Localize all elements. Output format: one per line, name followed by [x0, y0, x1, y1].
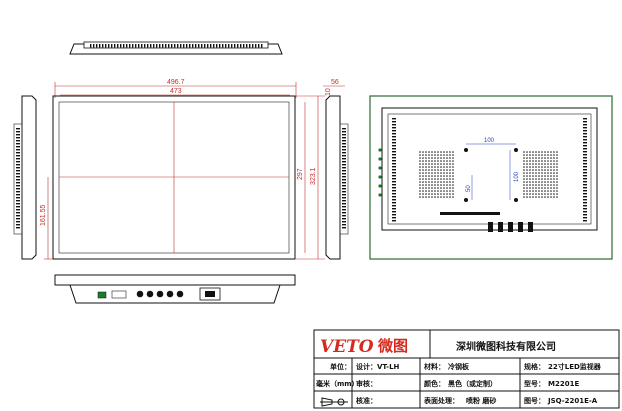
- dim-overall-height: 323.1: [310, 167, 317, 185]
- front-view: 496.7 473 297 323.1 161.55: [40, 79, 325, 260]
- drawing-no-label: 图号：: [524, 396, 545, 405]
- dim-screen-height: 297: [297, 168, 304, 180]
- material-value: 冷钢板: [448, 362, 470, 371]
- company-name: 深圳微图科技有限公司: [456, 340, 556, 353]
- model-label: 型号：: [524, 379, 545, 388]
- top-vent-slots: [90, 44, 263, 48]
- review-label: 审核：: [356, 379, 377, 388]
- logo-text: VETO: [320, 337, 374, 357]
- surface-label: 表面处理：: [423, 396, 459, 405]
- vesa-hole-top-right: [514, 148, 518, 152]
- right-vent-slots: [342, 128, 346, 229]
- color-label: 颜色：: [424, 379, 445, 388]
- spec-label: 规格：: [524, 362, 545, 371]
- approve-label: 核准：: [356, 396, 377, 405]
- rear-left-vent-slots: [392, 118, 396, 222]
- material-label: 材料：: [423, 362, 445, 371]
- unit-label: 单位：: [330, 362, 351, 371]
- surface-value: 喷粉 磨砂: [466, 396, 496, 405]
- dim-vesa-horizontal: 100: [484, 138, 495, 144]
- speaker-grille-left: [419, 151, 454, 198]
- design-label: 设计：VT-LH: [356, 362, 400, 371]
- title-block: VETO 微图 深圳微图科技有限公司 单位： 设计：VT-LH 材料： 冷钢板 …: [313, 329, 620, 409]
- vesa-hole-top-left: [464, 148, 468, 152]
- left-vent-slots: [16, 128, 20, 229]
- logo-cn: 微图: [377, 337, 408, 355]
- right-side-view: 56 10: [323, 79, 349, 260]
- dim-depth: 56: [331, 79, 339, 86]
- speaker-grille-right: [523, 151, 558, 198]
- spec-value: 22寸LED监视器: [548, 362, 602, 371]
- power-switch-icon: [97, 291, 107, 299]
- vesa-hole-bottom-left: [464, 198, 468, 202]
- bottom-connector-ports: [136, 290, 184, 298]
- vesa-hole-bottom-right: [514, 198, 518, 202]
- unit-value: 毫米（mm）: [316, 379, 359, 388]
- left-side-view: [13, 95, 37, 260]
- model-value: M2201E: [548, 380, 579, 388]
- rear-right-vent-slots: [583, 118, 587, 222]
- bottom-view: [54, 274, 296, 304]
- dim-vesa-vertical: 100: [514, 171, 520, 182]
- dim-vesa-offset: 50: [466, 185, 472, 192]
- top-view: [69, 41, 283, 55]
- dim-overall-width: 496.7: [167, 79, 185, 86]
- rear-view: 100 100 50: [369, 95, 613, 260]
- rear-control-buttons: [378, 148, 382, 197]
- dim-side-offset: 161.55: [40, 204, 47, 226]
- dim-screen-width: 473: [170, 88, 182, 95]
- projection-symbol-icon: [320, 397, 348, 407]
- color-value: 黑色（或定制）: [448, 379, 497, 388]
- dim-depth-small: 10: [325, 88, 332, 96]
- rear-connector-ports: [488, 222, 533, 232]
- drawing-no-value: JSQ-2201E-A: [547, 397, 598, 405]
